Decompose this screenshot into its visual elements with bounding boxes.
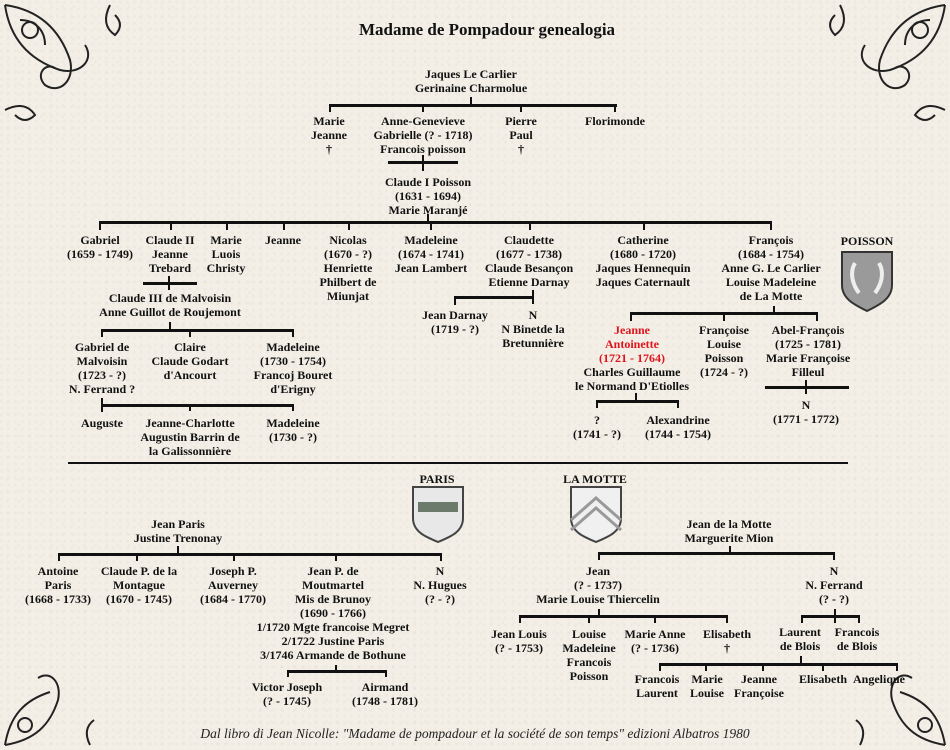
crest-label-paris: PARIS [419,472,455,486]
corner-ornament-top-left [4,4,121,121]
crest-label-poisson: POISSON [840,234,894,248]
person-marie-louise: Marie Louise [689,672,725,700]
person-antoine-paris: Antoine Paris (1668 - 1733) [25,564,91,606]
person-jean-darnay: Jean Darnay (1719 - ?) [422,308,488,336]
person-marie-luois: Marie Luois Christy [206,233,246,275]
person-elisabeth: Elisabeth † [702,627,752,655]
person-anne-genevieve: Anne-Genevieve Gabrielle (? - 1718) Fran… [373,114,473,156]
person-victor-joseph: Victor Joseph (? - 1745) [251,680,323,708]
corner-ornament-bottom-right [855,674,946,746]
corner-ornament-bottom-left [4,674,95,746]
person-auguste: Auguste [80,416,124,430]
person-gabriel: Gabriel (1659 - 1749) [67,233,133,261]
person-abel-francois: Abel-François (1725 - 1781) Marie Franço… [765,323,851,379]
person-francois-de-blois: Francois de Blois [834,625,880,653]
person-abel-child: N (1771 - 1772) [773,398,839,426]
person-marie-jeanne: Marie Jeanne † [311,114,347,156]
source-citation: Dal libro di Jean Nicolle: "Madame de po… [200,726,750,741]
person-francoise-louise: Françoise Louise Poisson (1724 - ?) [699,323,749,379]
person-claude-iii: Claude III de Malvoisin Anne Guillot de … [99,291,241,319]
person-jeanne-charlotte: Jeanne-Charlotte Augustin Barrin de la G… [140,416,240,458]
person-jean: Jean (? - 1737) Marie Louise Thiercelin [536,564,660,606]
poisson-coat-of-arms-icon [841,251,893,313]
person-florimonde: Florimonde [585,114,645,128]
person-jean-p: Jean P. de Moutmartel Mis de Brunoy (169… [256,564,410,662]
person-pierre-paul: Pierre Paul † [505,114,537,156]
crest-label-la-motte: LA MOTTE [563,472,627,486]
person-marie-anne: Marie Anne (? - 1736) [624,627,686,655]
person-madeleine-1730-1754: Madeleine (1730 - 1754) Francoj Bouret d… [253,340,333,396]
person-francois: François (1684 - 1754) Anne G. Le Carlie… [721,233,821,303]
person-jaques-le-carlier: Jaques Le Carlier Gerinaine Charmolue [414,67,528,95]
person-catherine: Catherine (1680 - 1720) Jaques Hennequin… [595,233,691,289]
person-jeanne: Jeanne [265,233,301,247]
person-n-hugues: N N. Hugues (? - ?) [413,564,467,606]
person-claude-p: Claude P. de la Montague (1670 - 1745) [100,564,178,606]
person-jean-louis: Jean Louis (? - 1753) [491,627,547,655]
person-n-ferrand: N N. Ferrand (? - ?) [805,564,863,606]
person-claude-ii: Claude II Jeanne Trebard [145,233,195,275]
person-claire: Claire Claude Godart d'Ancourt [151,340,229,382]
person-jeanne-antoinette-spouse: Charles Guillaume le Normand D'Etiolles [575,365,689,393]
person-jeanne-antoinette: Jeanne Antoinette (1721 - 1764) [599,323,665,365]
person-alexandrine: Alexandrine (1744 - 1754) [645,413,711,441]
person-francois-laurent: Francois Laurent [634,672,680,700]
person-angelique: Angelique [852,672,906,686]
person-joseph-p: Joseph P. Auverney (1684 - 1770) [200,564,266,606]
person-louise-madeleine: Louise Madeleine Francois Poisson [562,627,616,683]
la-motte-coat-of-arms-icon [570,486,622,544]
person-laurent-de-blois: Laurent de Blois [779,625,821,653]
person-unknown-child: ? (1741 - ?) [573,413,621,441]
person-n-binet: N N Binetde la Bretunnière [501,308,565,350]
person-elisabeth-blois: Elisabeth [798,672,848,686]
person-gabriel-de-malvoisin: Gabriel de Malvoisin (1723 - ?) N. Ferra… [68,340,136,396]
person-jean-paris: Jean Paris Justine Trenonay [133,517,223,545]
paris-coat-of-arms-icon [412,486,464,544]
person-jean-de-la-motte: Jean de la Motte Marguerite Mion [684,517,774,545]
page-title: Madame de Pompadour genealogia [358,20,616,39]
corner-ornament-top-right [829,4,946,121]
person-airmand: Airmand (1748 - 1781) [352,680,418,708]
person-claudette: Claudette (1677 - 1738) Claude Besançon … [484,233,574,289]
person-jeanne-francoise: Jeanne Françoise [734,672,784,700]
person-nicolas: Nicolas (1670 - ?) Henriette Philbert de… [319,233,377,303]
person-madeleine: Madeleine (1674 - 1741) Jean Lambert [394,233,468,275]
person-madeleine-1730: Madeleine (1730 - ?) [266,416,320,444]
person-claude-i-poisson: Claude I Poisson (1631 - 1694) Marie Mar… [384,175,472,217]
